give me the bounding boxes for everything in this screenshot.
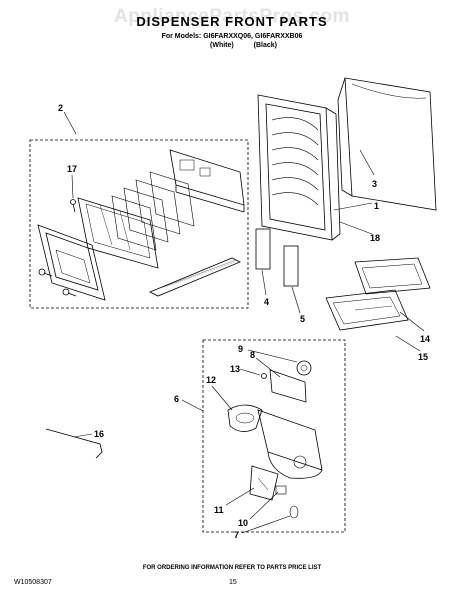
callout-5: 5 [300,314,305,324]
callout-16: 16 [94,429,104,439]
callout-15: 15 [418,352,428,362]
callout-14: 14 [420,334,430,344]
models-line: For Models: GI6FARXXQ06, GI6FARXXB06 [161,33,303,40]
solenoid-bracket-part [269,360,312,403]
actuator-paddle-part [227,404,263,432]
page-number: 15 [229,579,237,586]
control-board-part [169,149,245,213]
ordering-note: FOR ORDERING INFORMATION REFER TO PARTS … [142,565,322,571]
control-housing-part [77,197,159,269]
callout-3: 3 [372,179,377,189]
document-number: W10508307 [14,579,52,586]
variant-black: (Black) [253,42,278,49]
callout-2: 2 [58,103,63,113]
callout-4: 4 [264,297,269,307]
group-6-box [202,339,346,533]
callout-17: 17 [67,164,77,174]
filter-4-part [255,228,271,270]
wire-harness-part [45,428,103,459]
group-2-box [29,139,249,309]
filter-5-part [283,245,299,287]
callout-10: 10 [238,518,248,528]
variant-white: (White) [210,42,234,49]
small-parts-group [261,373,299,519]
page-title: DISPENSER FRONT PARTS [136,14,328,29]
callout-6: 6 [174,394,179,404]
ribbon-cable-part [149,257,241,297]
watermark: AppliancePartsPros.com [114,6,350,27]
door-liner-part [337,77,437,211]
callout-13: 13 [230,364,240,374]
callout-1: 1 [374,201,379,211]
dispenser-bezel-part [37,224,106,301]
callout-7: 7 [234,530,239,540]
callout-18: 18 [370,233,380,243]
leader-lines [63,111,425,534]
callout-9: 9 [238,344,243,354]
callout-8: 8 [250,350,255,360]
model-variants: (White) (Black) [210,42,295,49]
chute-assembly-part [257,409,323,479]
drip-tray-part [354,257,431,295]
screws-part [38,199,77,297]
dispenser-lever-part [249,465,279,501]
dispenser-frame-part [257,94,341,241]
callout-12: 12 [206,375,216,385]
tray-base-part [325,289,409,331]
callout-11: 11 [214,505,224,515]
